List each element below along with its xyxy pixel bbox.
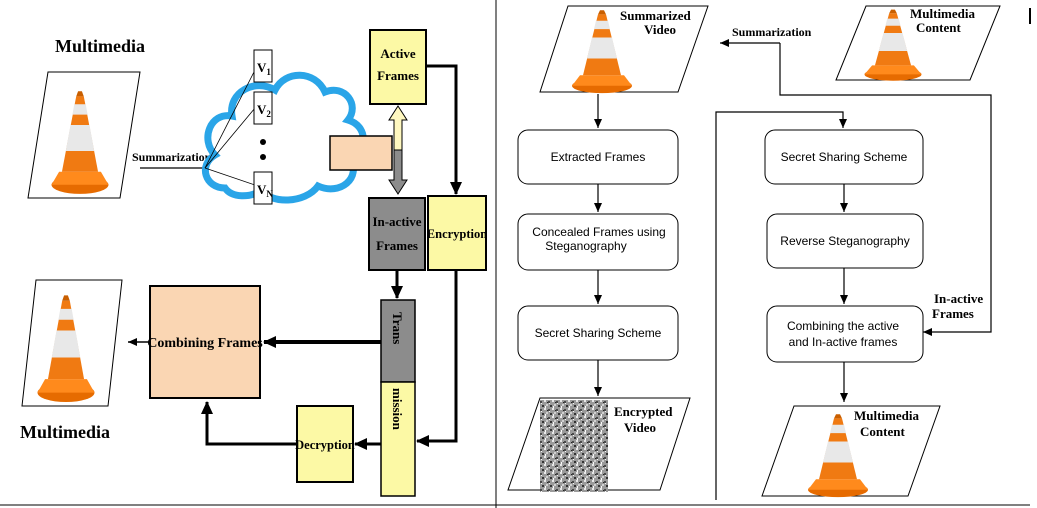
svg-text:Combining the active: Combining the active	[787, 319, 899, 333]
multimedia-content-top-icon: Multimedia Content	[835, 5, 1001, 81]
svg-text:Summarized: Summarized	[620, 8, 692, 23]
svg-text:Steganography: Steganography	[545, 239, 626, 253]
svg-text:Combining Frames: Combining Frames	[147, 336, 263, 351]
reverse-steganography-box: Reverse Steganography	[766, 213, 924, 269]
svg-text:Video: Video	[644, 22, 676, 37]
svg-text:mission: mission	[390, 388, 405, 431]
svg-text:Reverse Steganography: Reverse Steganography	[780, 234, 909, 248]
secret-sharing-right-box: Secret Sharing Scheme	[764, 129, 924, 185]
v2-box: V2	[253, 91, 273, 125]
svg-text:Encrypted: Encrypted	[614, 404, 673, 419]
svg-text:Extracted Frames: Extracted Frames	[551, 150, 646, 164]
encryption-to-transmission-arrow	[416, 270, 458, 447]
svg-text:Content: Content	[860, 424, 905, 439]
inactive-frames-label: In-active	[934, 291, 983, 306]
svg-text:Secret Sharing Scheme: Secret Sharing Scheme	[781, 150, 908, 164]
inactive-frames-label-2: Frames	[932, 306, 974, 321]
combining-frames-box: Combining Frames	[147, 285, 263, 399]
cloud-connector-bar	[329, 135, 393, 171]
svg-text:Frames: Frames	[377, 68, 419, 83]
svg-text:Trans: Trans	[390, 312, 405, 344]
double-arrow	[388, 105, 408, 195]
connector-lines	[204, 69, 256, 186]
right-panel: Summarized Video Multimedia Content Summ…	[507, 5, 1001, 500]
multimedia-content-bottom-icon: Multimedia Content	[761, 405, 941, 498]
svg-text:Multimedia: Multimedia	[910, 6, 975, 21]
svg-text:Decryption: Decryption	[295, 438, 355, 452]
svg-text:Concealed Frames using: Concealed Frames using	[532, 225, 665, 239]
vn-box: VN	[253, 171, 273, 205]
ellipsis-dots	[260, 139, 266, 160]
svg-text:Frames: Frames	[376, 238, 418, 253]
svg-text:Multimedia: Multimedia	[854, 408, 919, 423]
multimedia-top-icon	[27, 71, 141, 199]
svg-text:and In-active frames: and In-active frames	[789, 335, 898, 349]
svg-text:V1: V1	[257, 60, 271, 77]
secret-sharing-left-box: Secret Sharing Scheme	[517, 305, 679, 361]
decryption-to-combining-arrow	[201, 401, 297, 446]
left-summarization-label: Summarization	[132, 150, 212, 164]
encrypted-to-secret-right-arrow	[715, 111, 847, 500]
svg-text:Video: Video	[624, 420, 656, 435]
transmission-box: Trans mission	[380, 299, 416, 497]
svg-text:Content: Content	[916, 20, 961, 35]
left-panel: Multimedia Summarization V1 V2	[20, 29, 487, 497]
concealed-frames-box: Concealed Frames using Steganography	[517, 213, 679, 271]
svg-text:Encryption: Encryption	[427, 227, 487, 241]
encryption-box: Encryption	[427, 195, 487, 271]
summarized-video-icon: Summarized Video	[539, 5, 709, 94]
svg-text:In-active: In-active	[372, 214, 421, 229]
active-frames-box: Active Frames	[369, 29, 427, 105]
combining-active-inactive-box: Combining the active and In-active frame…	[766, 305, 924, 363]
inactive-frames-box: In-active Frames	[368, 197, 426, 271]
encrypted-video-icon: Encrypted Video	[507, 397, 691, 492]
svg-text:Active: Active	[380, 46, 416, 61]
multimedia-top-label: Multimedia	[55, 36, 145, 56]
cloud-icon	[201, 71, 367, 204]
multimedia-bottom-icon	[21, 279, 123, 407]
svg-text:VN: VN	[257, 182, 273, 199]
multimedia-bottom-label: Multimedia	[20, 422, 110, 442]
content-to-combining-arrow	[779, 43, 992, 336]
extracted-frames-box: Extracted Frames	[517, 129, 679, 185]
svg-text:V2: V2	[257, 102, 271, 119]
decryption-box: Decryption	[295, 405, 355, 483]
svg-text:Secret Sharing Scheme: Secret Sharing Scheme	[535, 326, 662, 340]
active-to-encryption-arrow	[426, 64, 462, 195]
right-summarization-label: Summarization	[732, 25, 812, 39]
v1-box: V1	[253, 49, 273, 83]
